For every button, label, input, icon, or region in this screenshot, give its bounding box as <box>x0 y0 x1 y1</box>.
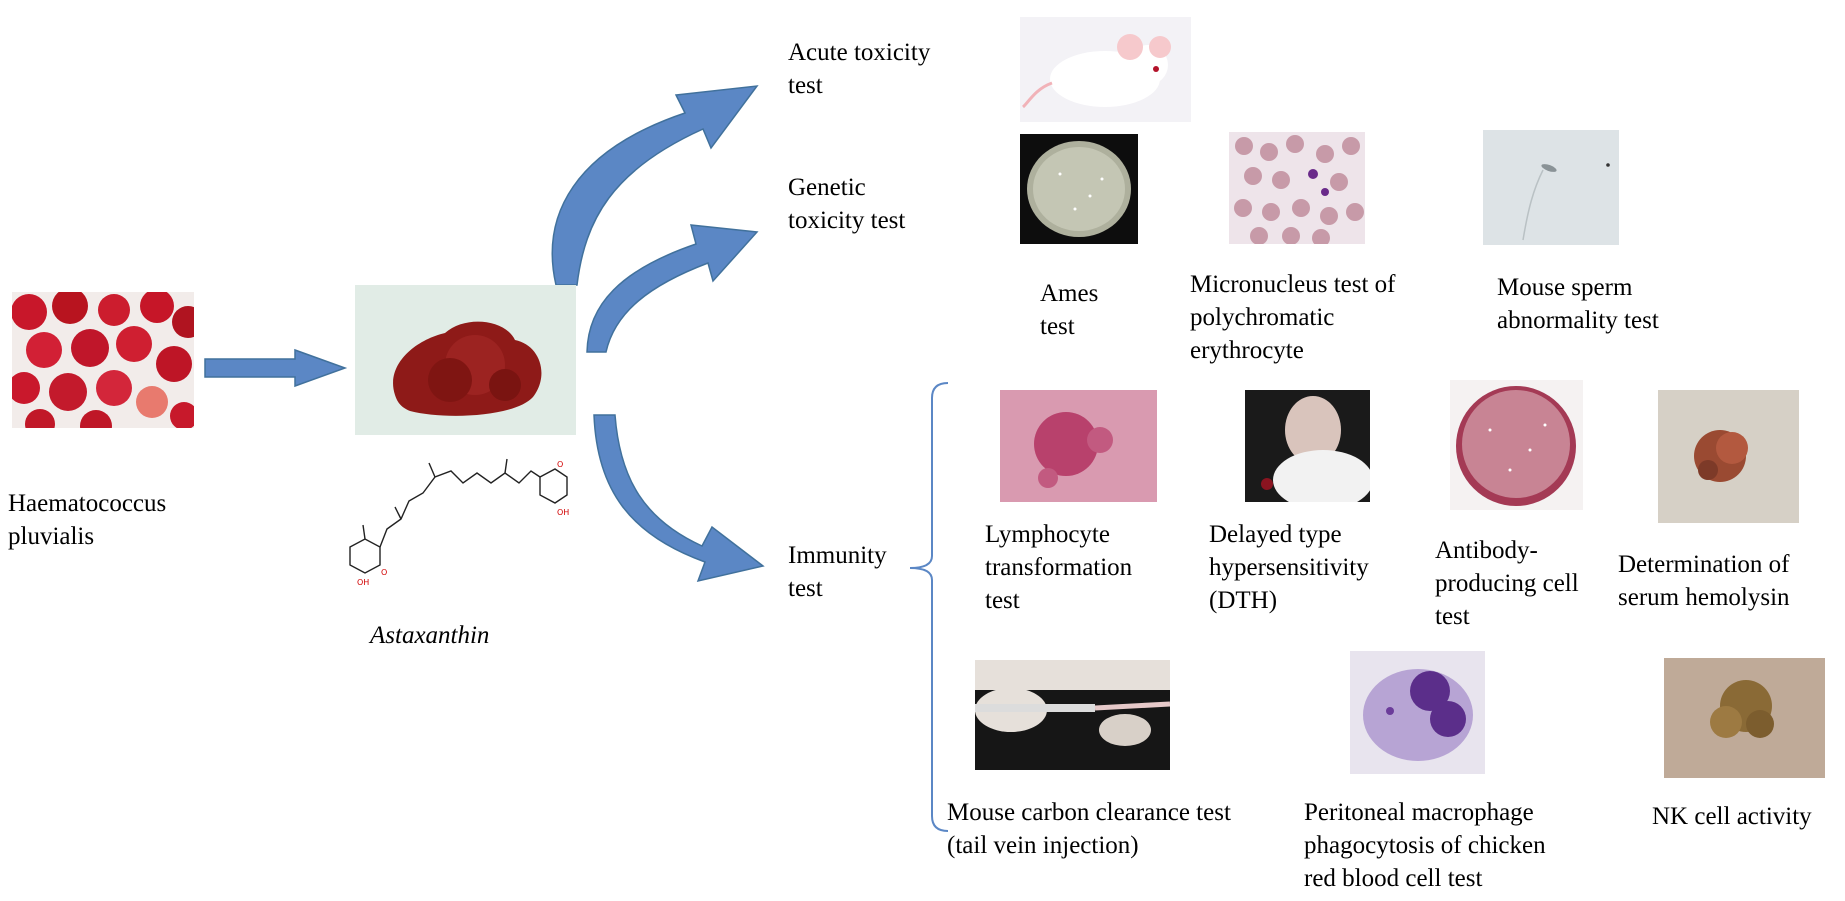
genetic-test-label-2: Micronucleus test of polychromatic eryth… <box>1190 271 1396 364</box>
svg-text:O: O <box>381 568 387 577</box>
svg-text:OH: OH <box>357 578 369 587</box>
astaxanthin-label: Astaxanthin <box>370 622 490 649</box>
tail-vein-injection-photo <box>975 660 1170 770</box>
immunity-test-label-4: Determination of serum hemolysin <box>1618 551 1790 611</box>
source-organism-label: Haematococcus pluvialis <box>8 490 167 550</box>
immunity-test-label-3: Antibody- producing cell test <box>1435 537 1579 630</box>
nk-cell-photo <box>1664 658 1825 778</box>
immunity-test-label-2: Delayed type hypersensitivity (DTH) <box>1209 521 1369 614</box>
genetic-toxicity-label: Genetic toxicity test <box>788 174 906 234</box>
arrow-to-immunity <box>593 414 765 583</box>
blood-smear-photo <box>1229 132 1365 244</box>
immunity-test-label-6: Peritoneal macrophage phagocytosis of ch… <box>1304 799 1546 892</box>
arrow-source-to-astaxanthin <box>204 348 348 388</box>
svg-text:O: O <box>557 460 563 469</box>
immunity-bracket <box>909 382 949 832</box>
hemolysin-photo <box>1658 390 1799 523</box>
ames-plate-photo <box>1020 134 1138 244</box>
astaxanthin-powder-photo <box>355 285 576 435</box>
astaxanthin-structure: OH O O OH <box>335 455 570 590</box>
immunity-test-label-5: Mouse carbon clearance test (tail vein i… <box>947 799 1231 859</box>
immunity-test-label: Immunity test <box>788 542 887 602</box>
svg-text:OH: OH <box>557 508 569 517</box>
arrow-to-acute-toxicity <box>551 85 759 286</box>
haematococcus-photo <box>12 292 194 428</box>
genetic-test-label-3: Mouse sperm abnormality test <box>1497 274 1659 334</box>
sperm-photo <box>1483 130 1619 245</box>
genetic-test-label-1: Ames test <box>1040 280 1099 340</box>
acute-toxicity-label: Acute toxicity test <box>788 39 931 99</box>
immunity-test-label-7: NK cell activity <box>1652 803 1812 830</box>
plaque-plate-photo <box>1450 380 1583 510</box>
arrow-to-genetic-toxicity <box>586 224 759 353</box>
lymphocyte-photo <box>1000 390 1157 502</box>
immunity-test-label-1: Lymphocyte transformation test <box>985 521 1133 614</box>
macrophage-photo <box>1350 651 1485 774</box>
white-mouse-photo <box>1020 17 1191 122</box>
mouse-ear-photo <box>1245 390 1370 502</box>
